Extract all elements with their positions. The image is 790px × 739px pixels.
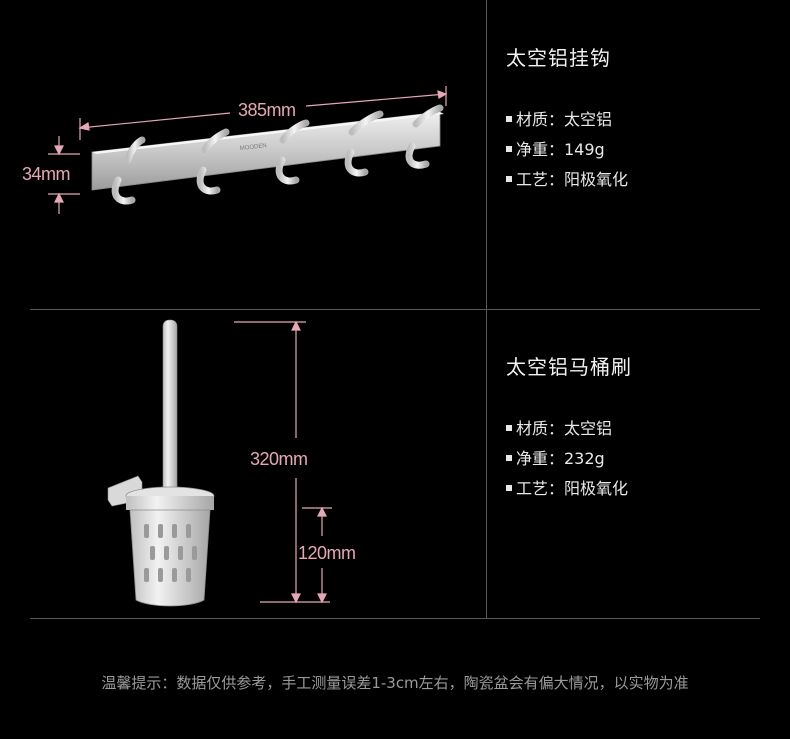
hook-rack-illustration: MOODEN [48, 86, 448, 214]
spec-weight: 净重：232g [506, 445, 605, 469]
spec-material: 材质：太空铝 [506, 415, 612, 439]
hook [275, 119, 310, 185]
product-title-brush: 太空铝马桶刷 [506, 355, 632, 379]
bullet-icon [506, 484, 512, 491]
spec-process: 工艺：阳极氧化 [506, 475, 628, 499]
toilet-brush-illustration [107, 319, 332, 607]
spec-process: 工艺：阳极氧化 [506, 166, 628, 190]
brush-handle [162, 319, 178, 497]
hook [405, 104, 444, 169]
hook [111, 136, 146, 205]
column-divider-top [486, 0, 487, 309]
bullet-icon [506, 115, 512, 122]
spec-weight: 净重：149g [506, 136, 605, 160]
hook [344, 110, 384, 177]
bullet-icon [506, 175, 512, 182]
hook-rail [91, 111, 441, 191]
column-divider-bottom [486, 310, 487, 618]
row-divider-middle [30, 309, 760, 310]
cup-height-label: 120mm [298, 543, 356, 563]
hook [196, 128, 230, 195]
footer-notice: 温馨提示：数据仅供参考，手工测量误差1-3cm左右，陶瓷盆会有偏大情况，以实物为… [101, 674, 689, 692]
length-dimension-label: 385mm [238, 100, 296, 120]
product-title-hook: 太空铝挂钩 [506, 46, 611, 70]
bullet-icon [506, 454, 512, 461]
total-height-label: 320mm [250, 449, 308, 469]
brand-mark: MOODEN [240, 143, 267, 152]
height-dimension-label: 34mm [22, 164, 71, 184]
bullet-icon [506, 145, 512, 152]
spec-material: 材质：太空铝 [506, 106, 612, 130]
row-divider-bottom [30, 618, 760, 619]
brush-cup [129, 509, 211, 607]
bullet-icon [506, 424, 512, 431]
